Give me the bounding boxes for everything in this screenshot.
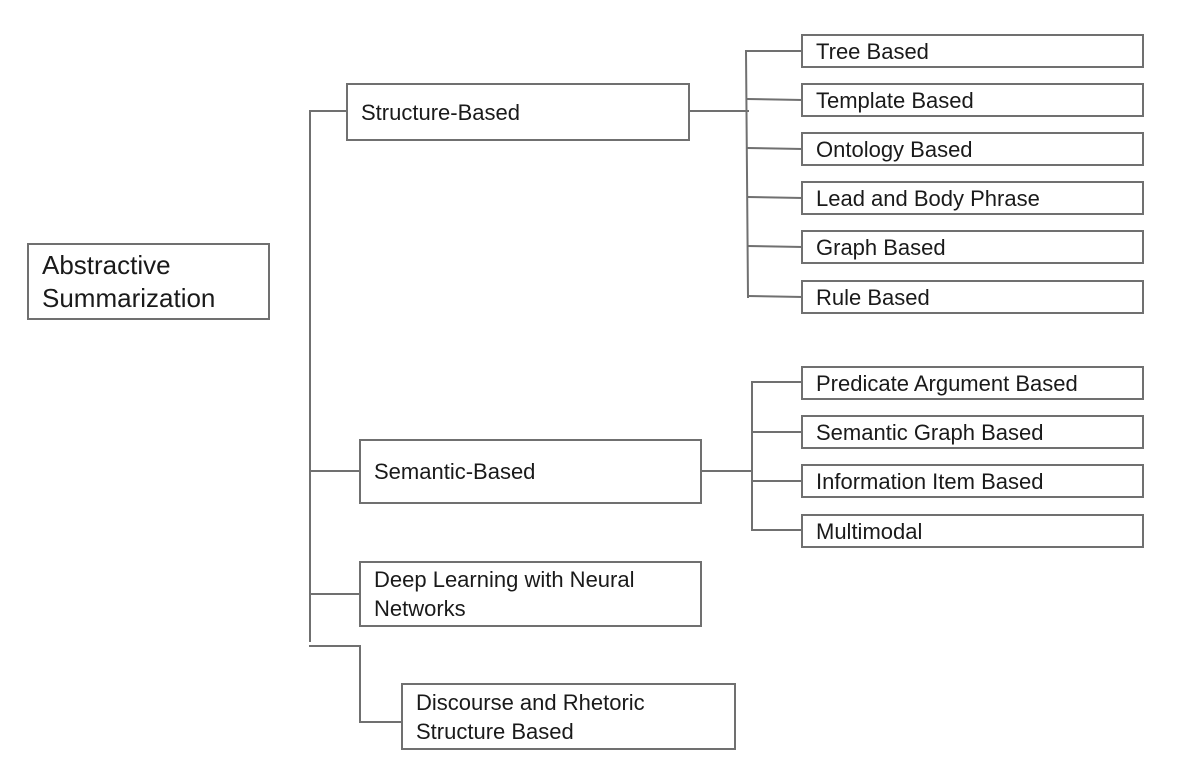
structure-leaf-line-3: [746, 146, 804, 151]
root-node: Abstractive Summarization: [27, 243, 270, 320]
structure-trunk-line: [744, 49, 750, 299]
category-discourse-rhetoric: Discourse and Rhetoric Structure Based: [401, 683, 736, 750]
category-structure-based: Structure-Based: [346, 83, 690, 141]
leaf-semantic-graph-based: Semantic Graph Based: [801, 415, 1144, 449]
structure-leaf-line-6: [746, 294, 804, 299]
structure-leaf-line-2: [746, 97, 804, 102]
leaf-graph-based: Graph Based: [801, 230, 1144, 264]
category-semantic-based: Semantic-Based: [359, 439, 702, 504]
leaf-multimodal: Multimodal: [801, 514, 1144, 548]
leaf-rule-based: Rule Based: [801, 280, 1144, 314]
leaf-predicate-argument-based: Predicate Argument Based: [801, 366, 1144, 400]
structure-leaf-line-4: [746, 195, 804, 200]
leaf-lead-and-body-phrase: Lead and Body Phrase: [801, 181, 1144, 215]
structure-leaf-line-5: [746, 244, 804, 249]
leaf-template-based: Template Based: [801, 83, 1144, 117]
leaf-tree-based: Tree Based: [801, 34, 1144, 68]
leaf-information-item-based: Information Item Based: [801, 464, 1144, 498]
leaf-ontology-based: Ontology Based: [801, 132, 1144, 166]
category-deep-learning: Deep Learning with Neural Networks: [359, 561, 702, 627]
